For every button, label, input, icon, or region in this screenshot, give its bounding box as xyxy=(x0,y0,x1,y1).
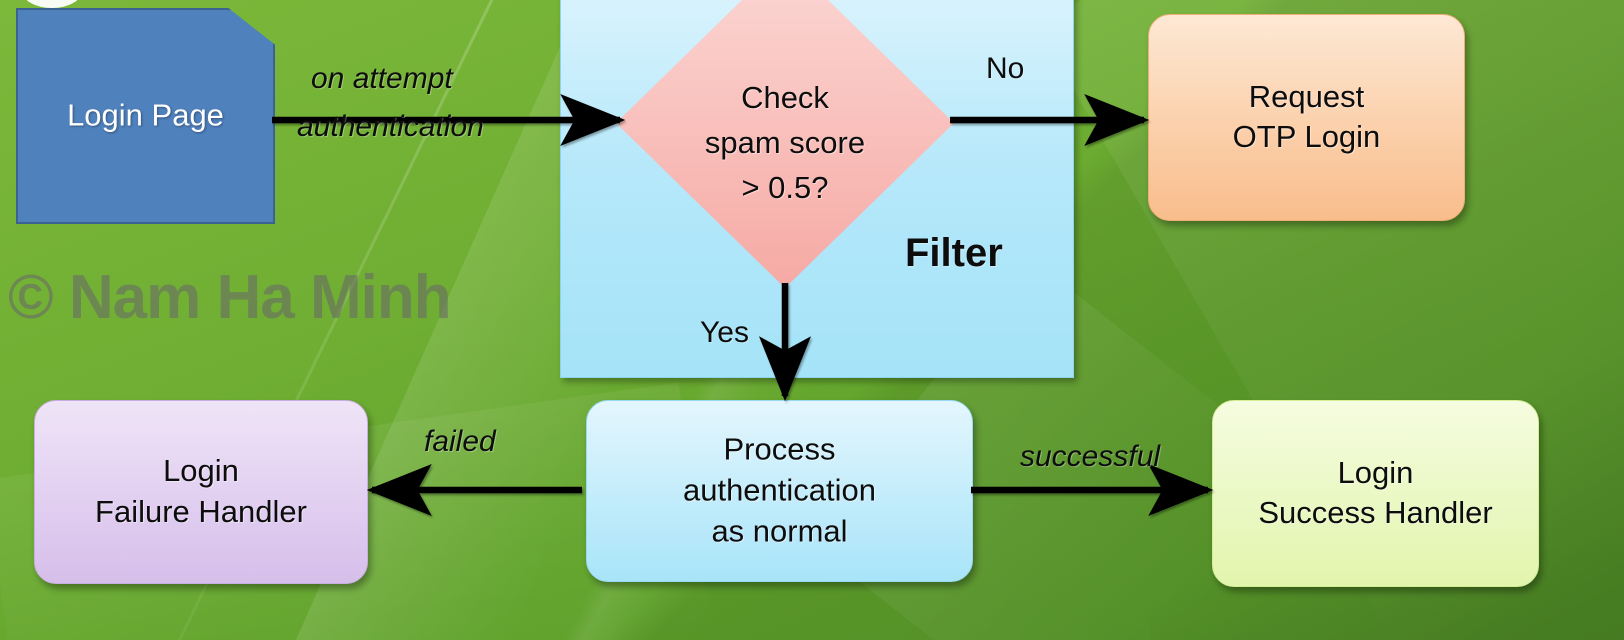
node-line-3: as normal xyxy=(711,513,848,549)
node-line-1: Request xyxy=(1248,78,1365,114)
node-login-page[interactable]: Login Page xyxy=(16,8,275,224)
node-login-success-handler[interactable]: Login Success Handler xyxy=(1212,400,1539,587)
node-request-otp-login-label: Request OTP Login xyxy=(1149,77,1464,159)
decorative-circle xyxy=(22,0,82,8)
node-line-2: spam score xyxy=(704,125,866,161)
node-line-2: Success Handler xyxy=(1258,495,1493,531)
edge-label-on-attempt: on attempt xyxy=(311,62,453,95)
node-line-1: Login xyxy=(1337,454,1414,490)
edge-label-no: No xyxy=(986,52,1025,85)
edge-label-authentication: authentication xyxy=(297,110,484,143)
node-line-2: Failure Handler xyxy=(95,494,307,529)
node-check-spam-score-label: Check spam score > 0.5? xyxy=(616,75,954,211)
node-line-3: > 0.5? xyxy=(741,170,829,206)
node-login-success-handler-label: Login Success Handler xyxy=(1213,453,1538,535)
edge-label-yes: Yes xyxy=(700,316,749,349)
node-line-1: Login xyxy=(163,453,239,489)
node-process-authentication-label: Process authentication as normal xyxy=(587,430,972,553)
node-process-authentication[interactable]: Process authentication as normal xyxy=(586,400,973,582)
node-line-2: authentication xyxy=(682,472,877,508)
node-request-otp-login[interactable]: Request OTP Login xyxy=(1148,14,1465,221)
filter-container-label: Filter xyxy=(905,231,1003,275)
watermark: © Nam Ha Minh xyxy=(8,263,452,332)
node-line-1: Check xyxy=(741,79,829,115)
node-login-failure-handler-label: Login Failure Handler xyxy=(35,451,367,533)
node-line-2: OTP Login xyxy=(1232,119,1381,155)
node-line-1: Process xyxy=(723,431,836,467)
node-login-page-label: Login Page xyxy=(67,97,224,133)
node-login-failure-handler[interactable]: Login Failure Handler xyxy=(34,400,368,584)
edge-label-successful: successful xyxy=(1020,440,1161,473)
edge-label-failed: failed xyxy=(424,425,496,458)
